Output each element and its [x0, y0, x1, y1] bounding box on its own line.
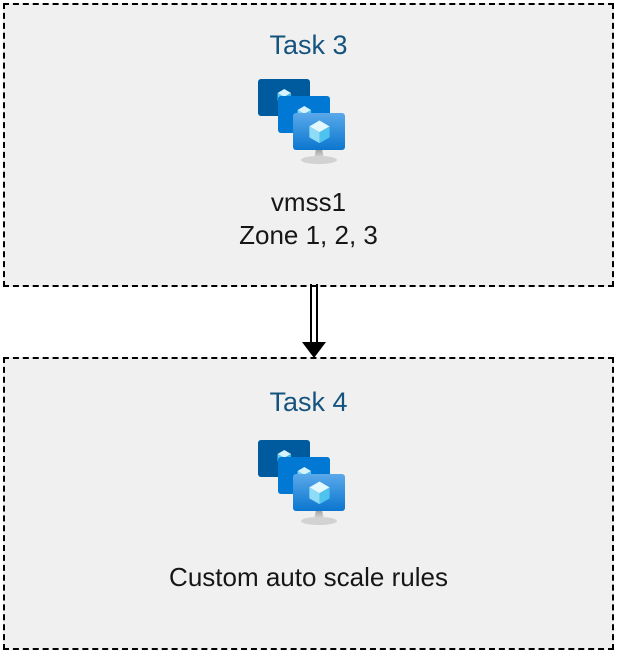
vm-scale-set-icon: [257, 440, 345, 525]
task-4-title: Task 4: [269, 387, 348, 417]
task-4-caption: Custom auto scale rules: [169, 561, 448, 594]
task-box-task-3: Task 3: [3, 3, 614, 287]
task-3-title: Task 3: [269, 30, 348, 60]
task-box-task-4: Task 4: [3, 357, 614, 650]
task-4-caption-line-1: Custom auto scale rules: [169, 562, 448, 592]
task-3-caption-line-2: Zone 1, 2, 3: [239, 220, 378, 251]
task-3-caption-line-1: vmss1: [270, 187, 347, 217]
task-3-caption: vmss1 Zone 1, 2, 3: [239, 186, 378, 253]
vm-scale-set-icon: [257, 79, 345, 164]
connector-arrow-task3-to-task4: [302, 284, 326, 358]
